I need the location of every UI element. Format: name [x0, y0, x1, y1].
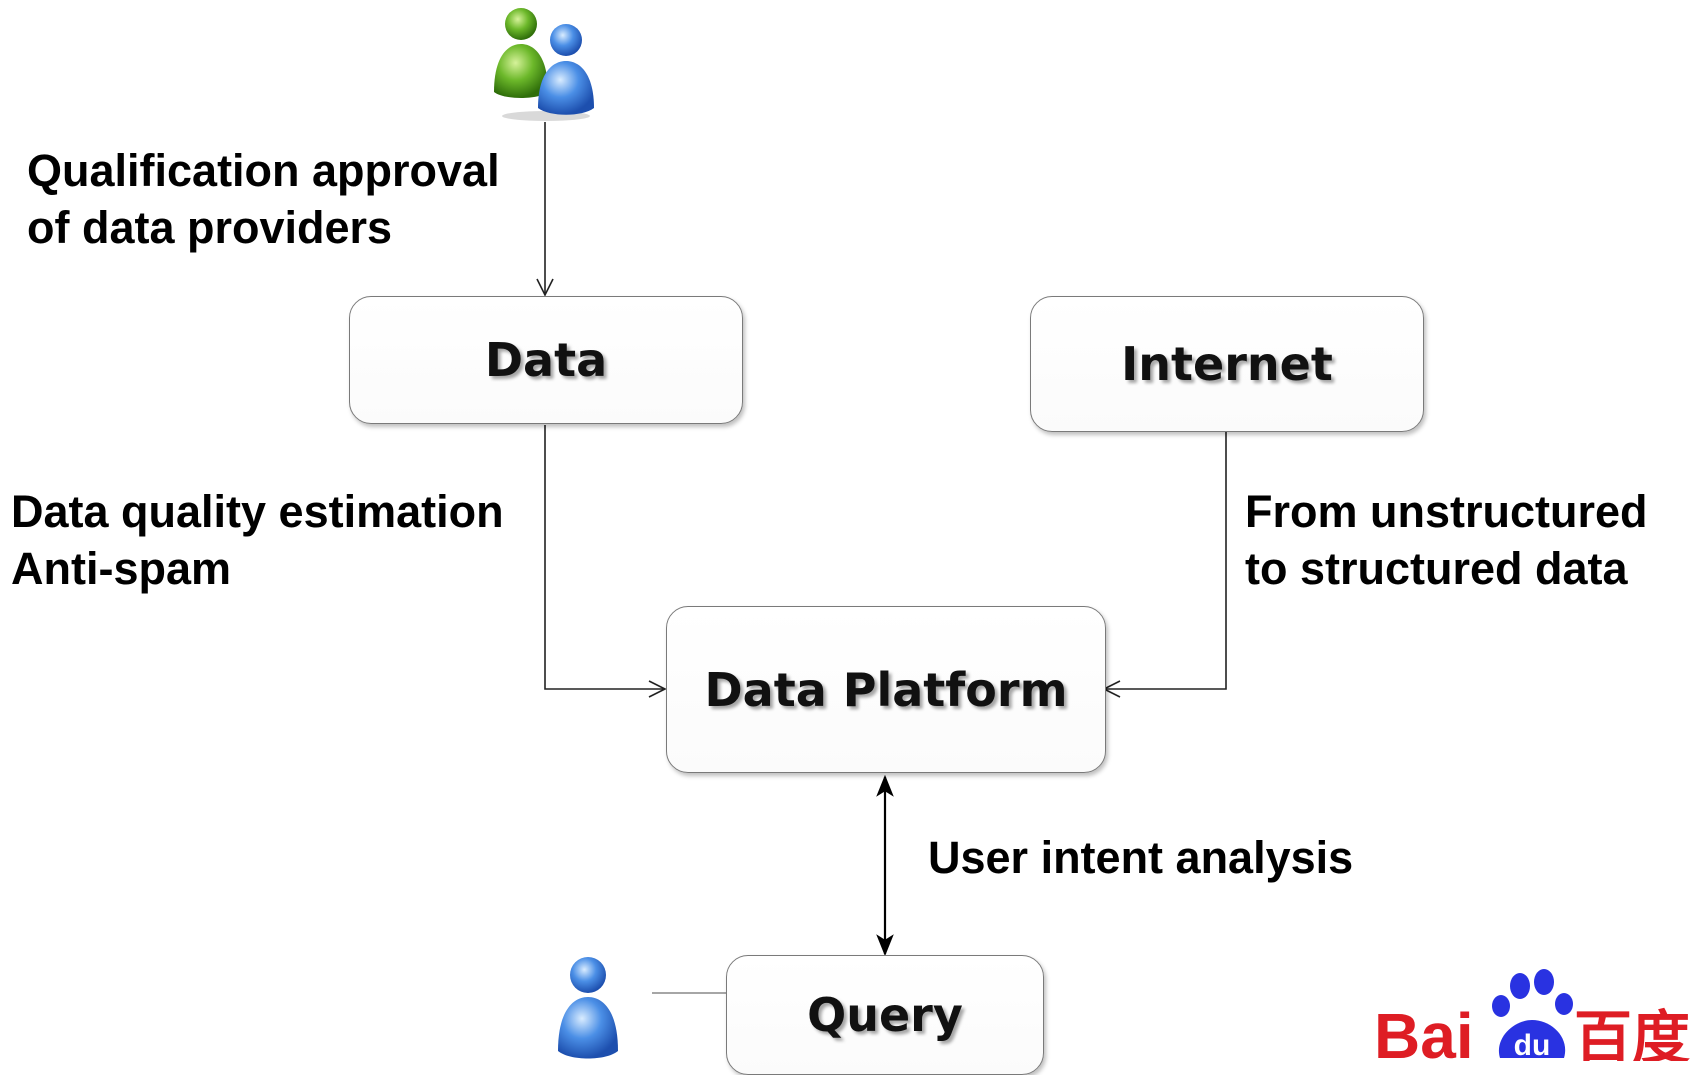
internet-node-label: Internet — [1121, 337, 1333, 391]
quality-label-line2: Anti-spam — [11, 543, 232, 594]
data-to-platform-arrow — [544, 425, 667, 698]
data-node-label: Data — [484, 333, 608, 387]
qualification-label-line2: of data providers — [27, 202, 393, 253]
data-node: Data — [349, 296, 743, 424]
query-node-label: Query — [807, 988, 963, 1042]
user-group-icon — [494, 8, 594, 121]
svg-text:百度: 百度 — [1574, 1004, 1690, 1061]
query-node: Query — [726, 955, 1044, 1075]
svg-text:Bai: Bai — [1374, 1000, 1474, 1061]
unstructured-label-line2: to structured data — [1245, 543, 1628, 594]
quality-label: Data quality estimation Anti-spam — [11, 483, 504, 597]
internet-to-platform-arrow — [1102, 432, 1227, 698]
internet-node: Internet — [1030, 296, 1424, 432]
intent-label-text: User intent analysis — [928, 832, 1354, 883]
svg-text:du: du — [1514, 1029, 1551, 1061]
user-icon — [558, 957, 618, 1059]
data-platform-node: Data Platform — [666, 606, 1106, 773]
unstructured-label: From unstructured to structured data — [1245, 483, 1648, 597]
quality-label-line1: Data quality estimation — [11, 486, 504, 537]
unstructured-label-line1: From unstructured — [1245, 486, 1648, 537]
qualification-label-line1: Qualification approval — [27, 145, 500, 196]
baidu-logo: Bai du 百度 — [1374, 969, 1690, 1061]
data-platform-node-label: Data Platform — [704, 662, 1068, 717]
intent-label: User intent analysis — [928, 829, 1353, 886]
qualification-label: Qualification approval of data providers — [27, 142, 500, 256]
